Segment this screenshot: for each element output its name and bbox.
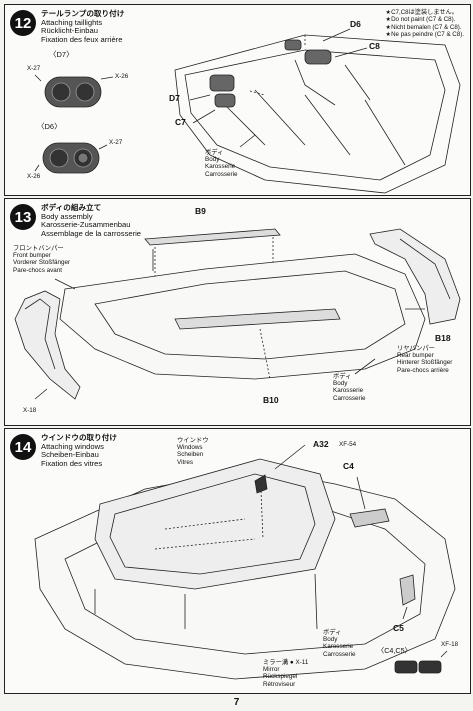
step-title: ウインドウの取り付け Attaching windows Scheiben-Ei…	[41, 433, 117, 468]
x18-label: X-18	[23, 407, 37, 414]
step-title: ボディの組み立て Body assembly Karosserie-Zusamm…	[41, 203, 142, 238]
window-illustration	[34, 444, 456, 680]
step-14-panel: 14 ウインドウの取り付け Attaching windows Scheiben…	[4, 428, 471, 694]
body-en: Body	[205, 156, 220, 164]
mirror-de: Rückspiegel	[263, 673, 298, 681]
xf18-label: XF-18	[441, 641, 459, 648]
xf54-label: XF-54	[339, 441, 357, 448]
step-13-panel: 13 ボディの組み立て Body assembly Karosserie-Zus…	[4, 198, 471, 426]
windows-fr: Vitres	[177, 458, 193, 466]
front-bumper-jp: フロントバンパー	[13, 245, 64, 252]
part-b9-label: B9	[195, 206, 206, 216]
body-en: Body	[323, 636, 338, 644]
d6-lens-part	[42, 142, 100, 174]
part-d7-label: D7	[169, 93, 180, 103]
part-d6-label: D6	[350, 19, 361, 29]
note-line: ★C7,C8は塗装しません。	[385, 9, 458, 16]
body-de: Karosserie	[205, 163, 236, 171]
part-c7-label: C7	[175, 117, 186, 127]
body-jp: ボディ	[205, 149, 224, 156]
rear-bumper-label: リヤバンパー Rear bumper Hinterer Stoßfänger P…	[397, 345, 452, 374]
part-c8-label: C8	[369, 41, 380, 51]
body-de: Karosserie	[323, 643, 354, 651]
body-fr: Carrosserie	[205, 170, 238, 178]
front-bumper-fr: Pare-chocs avant	[13, 266, 63, 274]
rear-bumper-en: Rear bumper	[397, 352, 434, 360]
front-bumper-de: Vorderer Stoßfänger	[13, 259, 71, 267]
x27-label: X-27	[109, 139, 123, 146]
body-fr: Carrosserie	[333, 394, 366, 402]
title-jp: ボディの組み立て	[41, 203, 102, 212]
rear-bumper-de: Hinterer Stoßfänger	[397, 359, 453, 367]
mirror-x11: X-11	[295, 659, 309, 666]
paint-note: ★C7,C8は塗装しません。 ★Do not paint (C7 & C8). …	[386, 9, 464, 39]
windows-de: Scheiben	[177, 451, 204, 459]
step-12-panel: 12 テールランプの取り付け Attaching taillights Rück…	[4, 4, 471, 196]
part-a32-label: A32	[313, 439, 329, 449]
body-jp: ボディ	[323, 629, 342, 636]
note-line: ★Do not paint (C7 & C8).	[385, 16, 456, 24]
x26-label: X-26	[115, 73, 129, 80]
note-line: ★Ne pas peindre (C7 & C8).	[385, 31, 464, 39]
rear-bumper-jp: リヤバンパー	[397, 345, 435, 352]
body-de: Karosserie	[333, 387, 364, 395]
title-de: Rücklicht-Einbau	[41, 26, 98, 36]
part-c4-label: C4	[343, 461, 354, 471]
body-assembly-illustration	[14, 228, 461, 400]
mirror-fr: Rétroviseur	[263, 680, 296, 688]
body-label: ボディ Body Karosserie Carrosserie	[323, 629, 356, 658]
part-b10-label: B10	[263, 395, 279, 405]
note-line: ★Nicht bemalen (C7 & C8).	[385, 23, 462, 31]
step-number: 14	[10, 434, 36, 460]
body-label: ボディ Body Karosserie Carrosserie	[333, 373, 366, 402]
title-fr: Fixation des vitres	[41, 458, 103, 468]
title-en: Body assembly	[41, 211, 93, 221]
title-fr: Fixation des feux arrière	[41, 34, 123, 44]
part-b18-label: B18	[435, 333, 451, 343]
body-label: ボディ Body Karosserie Carrosserie	[205, 149, 238, 178]
mirror-en: Mirror	[263, 666, 280, 674]
windows-jp: ウインドウ	[177, 437, 209, 444]
title-de: Karosserie-Zusammenbau	[41, 220, 131, 230]
part-c5-label: C5	[393, 623, 404, 633]
body-fr: Carrosserie	[323, 650, 356, 658]
title-jp: ウインドウの取り付け	[41, 433, 117, 442]
c4-c5-detail	[394, 660, 442, 674]
taillight-illustration	[34, 28, 461, 194]
mirror-label: ミラー溝 ● X-11 Mirror Rückspiegel Rétrovise…	[263, 659, 309, 688]
d7-bag-label: 〈D7〉	[49, 50, 74, 59]
title-fr: Assemblage de la carrosserie	[41, 228, 142, 238]
title-en: Attaching taillights	[41, 17, 103, 27]
x27-label: X-27	[27, 65, 41, 72]
body-en: Body	[333, 380, 348, 388]
body-jp: ボディ	[333, 373, 352, 380]
windows-en: Windows	[177, 444, 203, 452]
title-de: Scheiben-Einbau	[41, 450, 99, 460]
c4-c5-bag-label: 〈C4,C5〉	[377, 646, 412, 655]
mirror-jp: ミラー溝	[263, 659, 289, 666]
step-number: 12	[10, 10, 36, 36]
page-number: 7	[233, 697, 240, 708]
rear-bumper-fr: Pare-chocs arrière	[397, 366, 449, 374]
front-bumper-en: Front bumper	[13, 252, 51, 260]
step-title: テールランプの取り付け Attaching taillights Rücklic…	[41, 9, 125, 44]
windows-label: ウインドウ Windows Scheiben Vitres	[177, 437, 208, 466]
title-en: Attaching windows	[41, 441, 104, 451]
d7-lens-part	[44, 76, 102, 108]
x26-label: X-26	[27, 173, 41, 180]
title-jp: テールランプの取り付け	[41, 9, 125, 18]
d6-bag-label: 〈D6〉	[37, 122, 62, 131]
front-bumper-label: フロントバンパー Front bumper Vorderer Stoßfänge…	[13, 245, 70, 274]
step-number: 13	[10, 204, 36, 230]
